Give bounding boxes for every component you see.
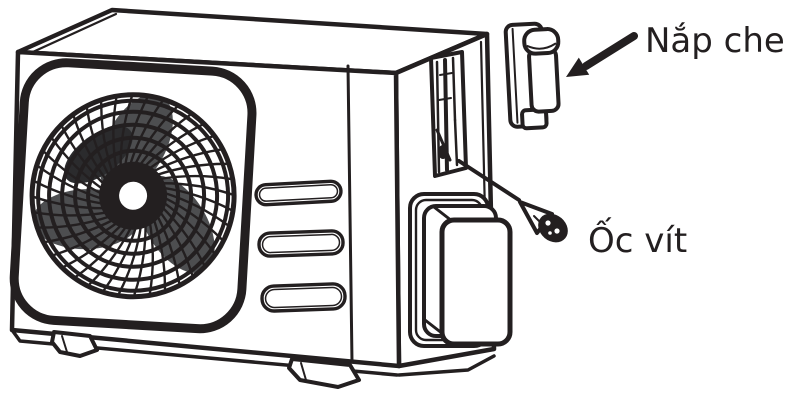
front-panel-seam <box>346 64 354 364</box>
mounting-foot-right <box>287 357 361 389</box>
air-vent-slots <box>254 179 347 313</box>
vent-slot <box>260 282 347 313</box>
cover-cap <box>503 21 561 131</box>
screw <box>518 200 568 243</box>
fan-grille <box>9 58 257 334</box>
fan-grid <box>33 96 233 296</box>
pipe-connection-recess <box>429 50 468 178</box>
fan-hub-hole <box>119 181 148 210</box>
base-band <box>10 328 399 377</box>
vent-slot <box>257 229 345 258</box>
valve-cover-housing <box>408 192 513 348</box>
cover-arrow <box>566 32 638 77</box>
screw-leader-line <box>457 159 521 202</box>
base-skirt <box>397 354 496 377</box>
mounting-foot-left <box>50 330 99 358</box>
grille-outer-ring <box>29 92 237 300</box>
cover-label: Nắp che <box>645 21 785 61</box>
ac-outdoor-unit <box>9 7 521 389</box>
vent-slot <box>254 179 343 207</box>
screw-label: Ốc vít <box>588 216 687 261</box>
